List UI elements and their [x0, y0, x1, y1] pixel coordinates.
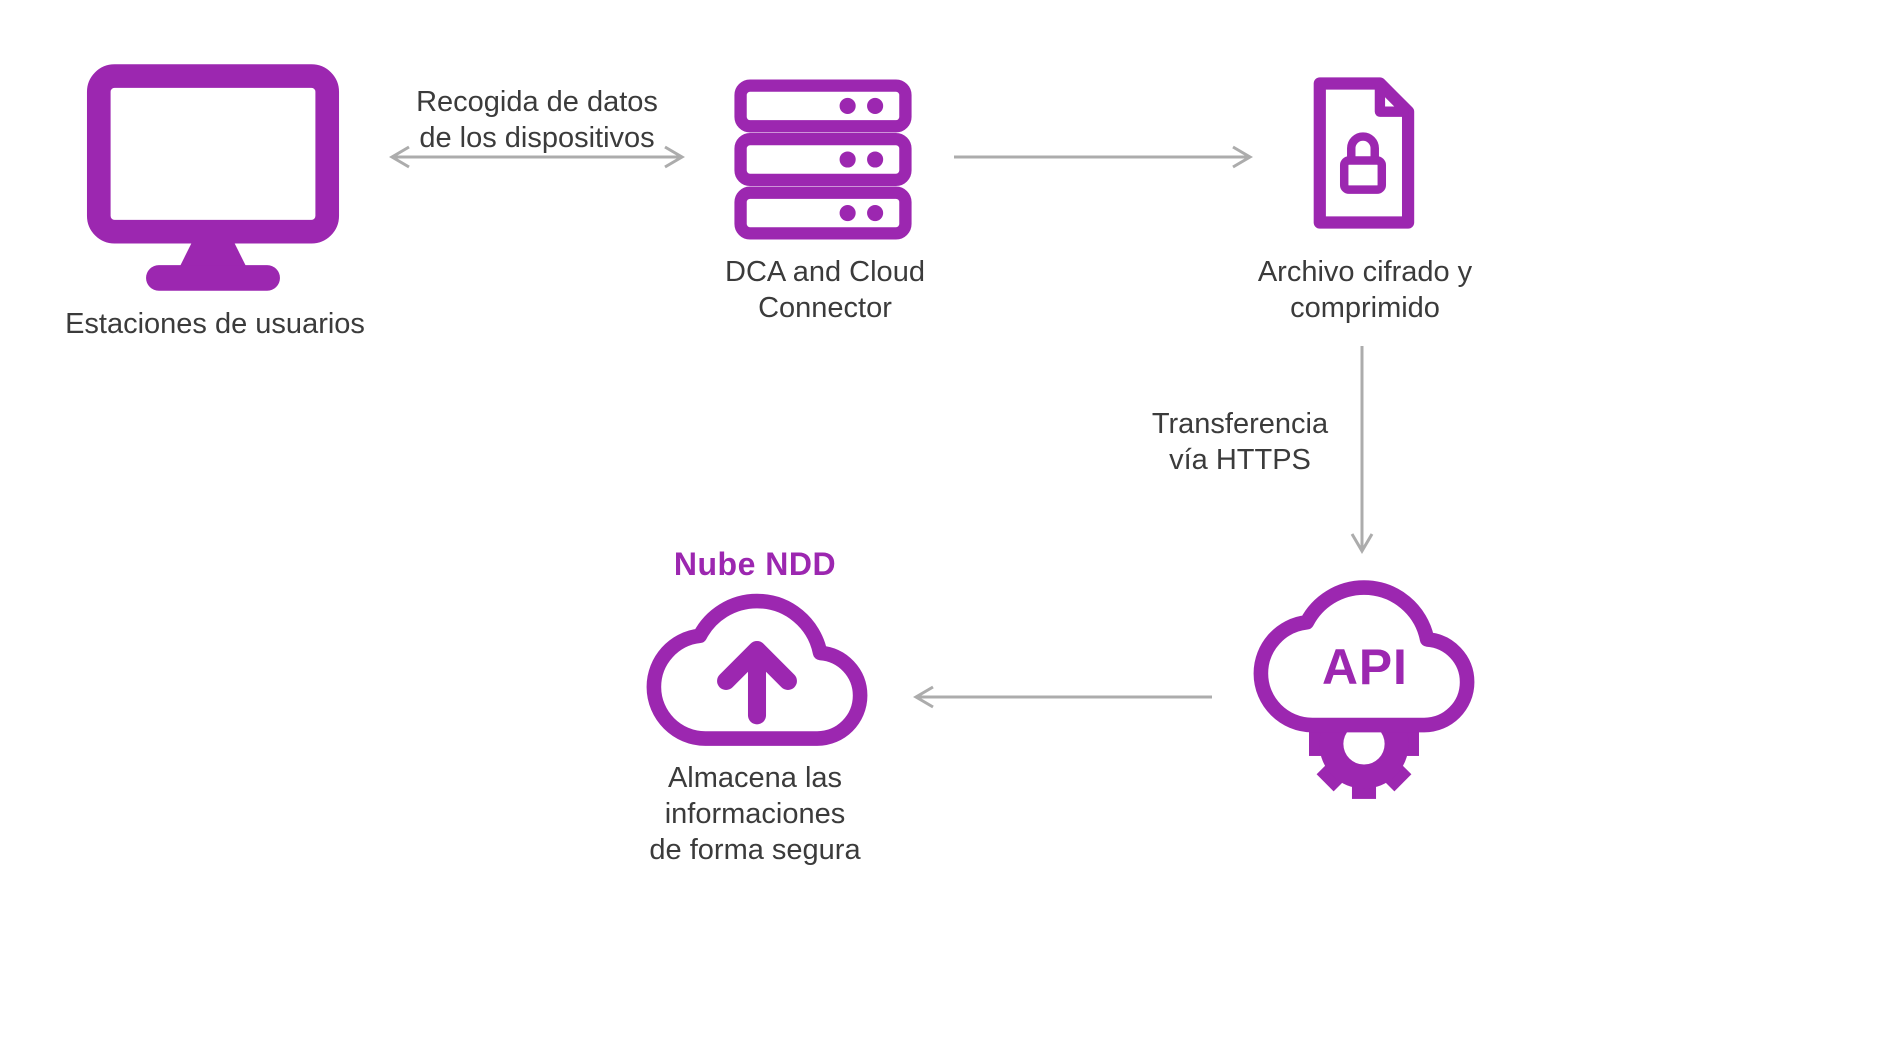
workstation-node: [85, 62, 341, 294]
upload-arrow-icon: [717, 640, 797, 725]
ndd-cloud-label: Almacena las informaciones de forma segu…: [649, 762, 861, 866]
connector-node: [733, 78, 913, 241]
cloud-gear-icon: API: [1253, 580, 1475, 799]
desktop-monitor-icon: [86, 64, 340, 291]
server-stack-icon: [734, 79, 912, 240]
ndd-cloud-node: [641, 582, 873, 761]
device-data-arrow: [389, 145, 685, 169]
api-label: API: [1322, 639, 1408, 695]
https-transfer-arrow: [1350, 346, 1374, 554]
api-to-ndd-cloud-arrow: [913, 685, 1212, 709]
api-cloud-node: API: [1248, 566, 1480, 805]
locked-file-icon: [1313, 77, 1415, 229]
https-transfer-label: Transferencia vía HTTPS: [1151, 408, 1329, 476]
cloud-upload-icon: [646, 593, 868, 746]
connector-label: DCA and Cloud Connector: [725, 256, 925, 324]
workstation-label: Estaciones de usuarios: [65, 308, 365, 340]
connector-to-file-arrow: [954, 145, 1253, 169]
encrypted-file-label: Archivo cifrado y comprimido: [1257, 256, 1473, 324]
lock-icon: [1347, 132, 1379, 161]
ndd-cloud-title: Nube NDD: [673, 546, 837, 582]
device-data-edge-label: Recogida de datos de los dispositivos: [416, 86, 658, 154]
encrypted-file-node: [1301, 73, 1425, 233]
